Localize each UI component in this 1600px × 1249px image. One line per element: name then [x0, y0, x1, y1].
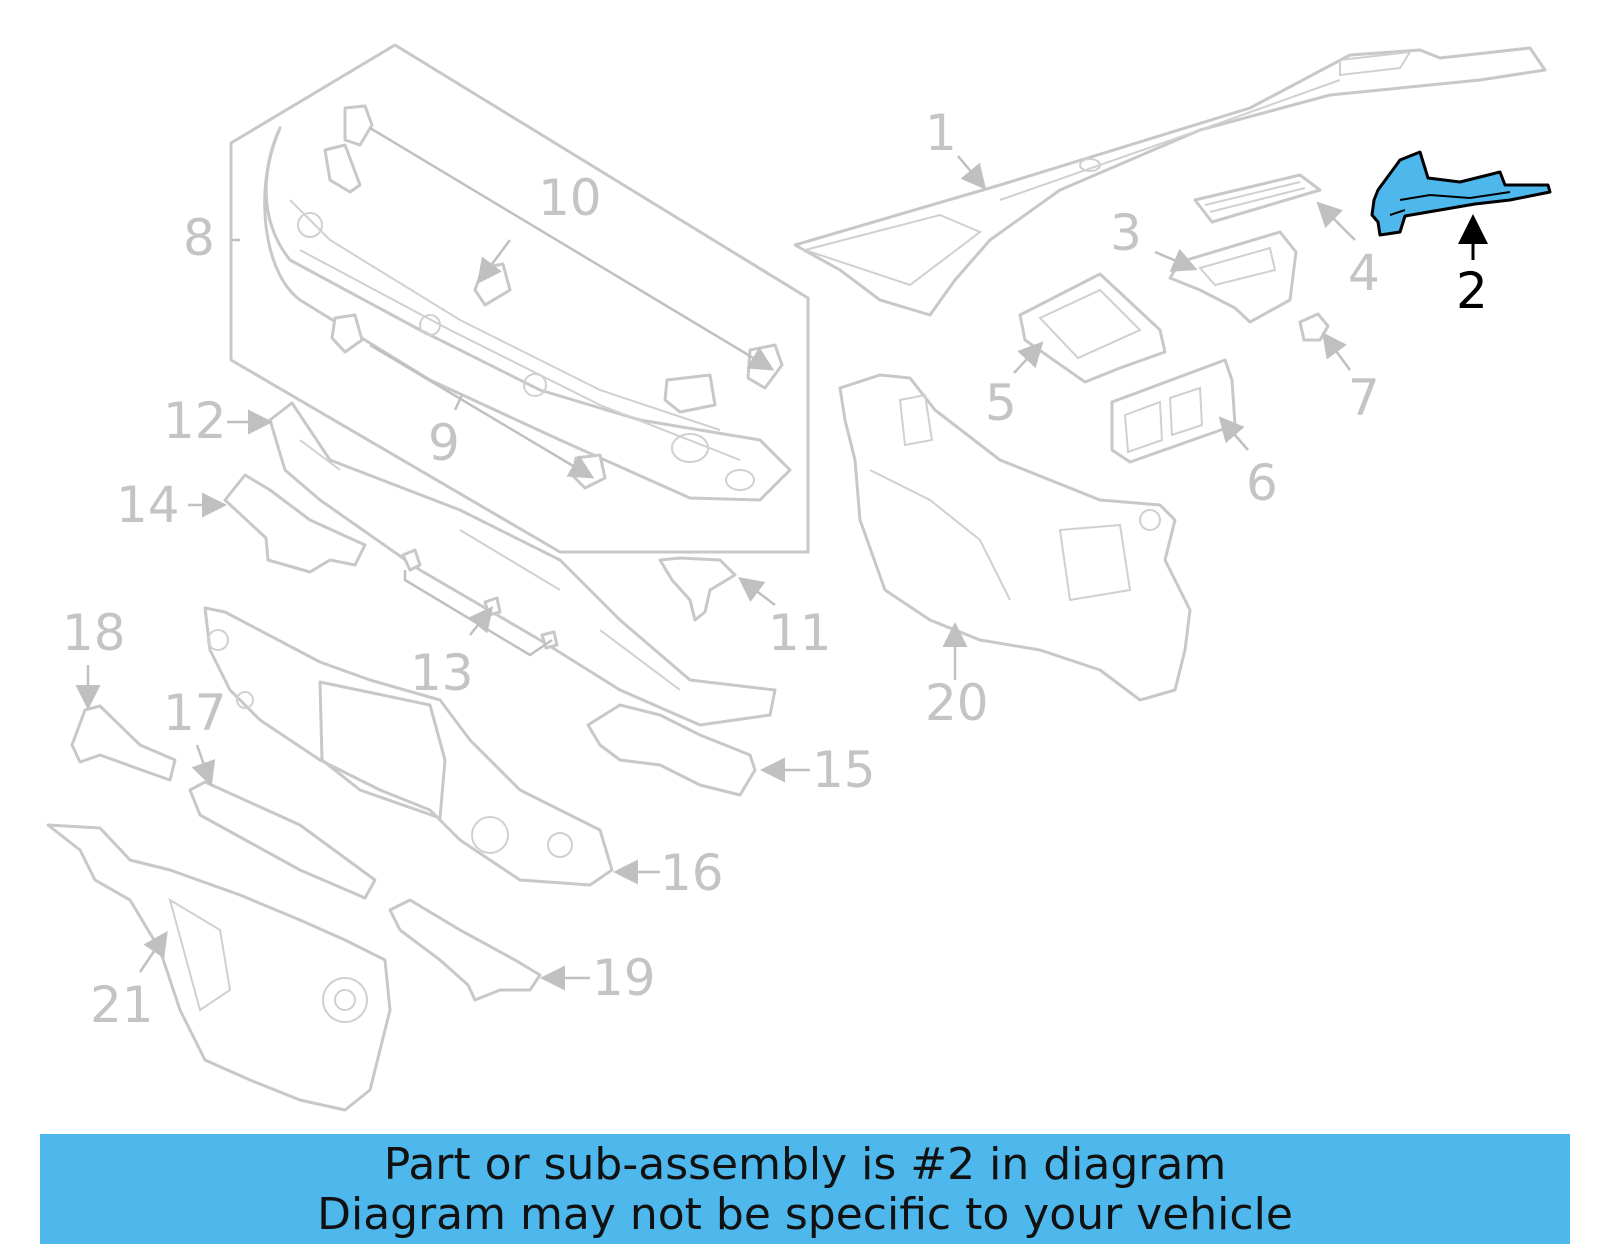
part-18[interactable] [70, 704, 177, 782]
part-11[interactable] [658, 556, 737, 622]
callout-7: 7 [1348, 369, 1380, 427]
callout-10: 10 [538, 169, 602, 227]
callout-2: 2 [1456, 262, 1488, 320]
callout-17: 17 [163, 684, 227, 742]
part-14[interactable] [223, 473, 367, 574]
callout-12: 12 [163, 392, 227, 450]
leader-lines [75, 126, 1488, 991]
callout-1: 1 [925, 104, 957, 162]
part-2[interactable] [1370, 150, 1552, 237]
callout-4: 4 [1348, 244, 1380, 302]
callout-14: 14 [116, 476, 180, 534]
part-8[interactable] [263, 126, 792, 502]
part-20[interactable] [838, 373, 1192, 702]
callout-labels: 1 2 3 4 5 6 7 8 9 10 11 12 13 14 15 16 1… [62, 104, 1488, 1034]
part-19[interactable] [388, 898, 542, 1002]
part-3[interactable] [1168, 230, 1298, 324]
part-12[interactable] [268, 401, 777, 727]
part-5[interactable] [1018, 272, 1167, 384]
callout-11: 11 [768, 604, 832, 662]
info-banner: Part or sub-assembly is #2 in diagram Di… [40, 1134, 1570, 1244]
callout-13: 13 [410, 644, 474, 702]
part-16[interactable] [203, 606, 614, 887]
callout-19: 19 [592, 949, 656, 1007]
part-1[interactable] [793, 46, 1547, 317]
callout-20: 20 [925, 674, 989, 732]
part-4[interactable] [1193, 173, 1322, 224]
callout-6: 6 [1246, 454, 1278, 512]
banner-line-2: Diagram may not be specific to your vehi… [317, 1189, 1293, 1240]
assembly-8-outline [229, 43, 810, 554]
banner-line-1: Part or sub-assembly is #2 in diagram [383, 1139, 1227, 1190]
part-21[interactable] [46, 823, 392, 1112]
part-17[interactable] [188, 780, 377, 900]
part-6[interactable] [1110, 358, 1237, 464]
callout-15: 15 [812, 741, 876, 799]
callout-9: 9 [428, 414, 460, 472]
part-15[interactable] [586, 703, 757, 797]
callout-21: 21 [90, 976, 154, 1034]
callout-8: 8 [183, 209, 215, 267]
callout-16: 16 [660, 844, 724, 902]
callout-18: 18 [62, 604, 126, 662]
part-7[interactable] [1298, 312, 1330, 342]
callout-5: 5 [985, 374, 1017, 432]
callout-3: 3 [1110, 204, 1142, 262]
